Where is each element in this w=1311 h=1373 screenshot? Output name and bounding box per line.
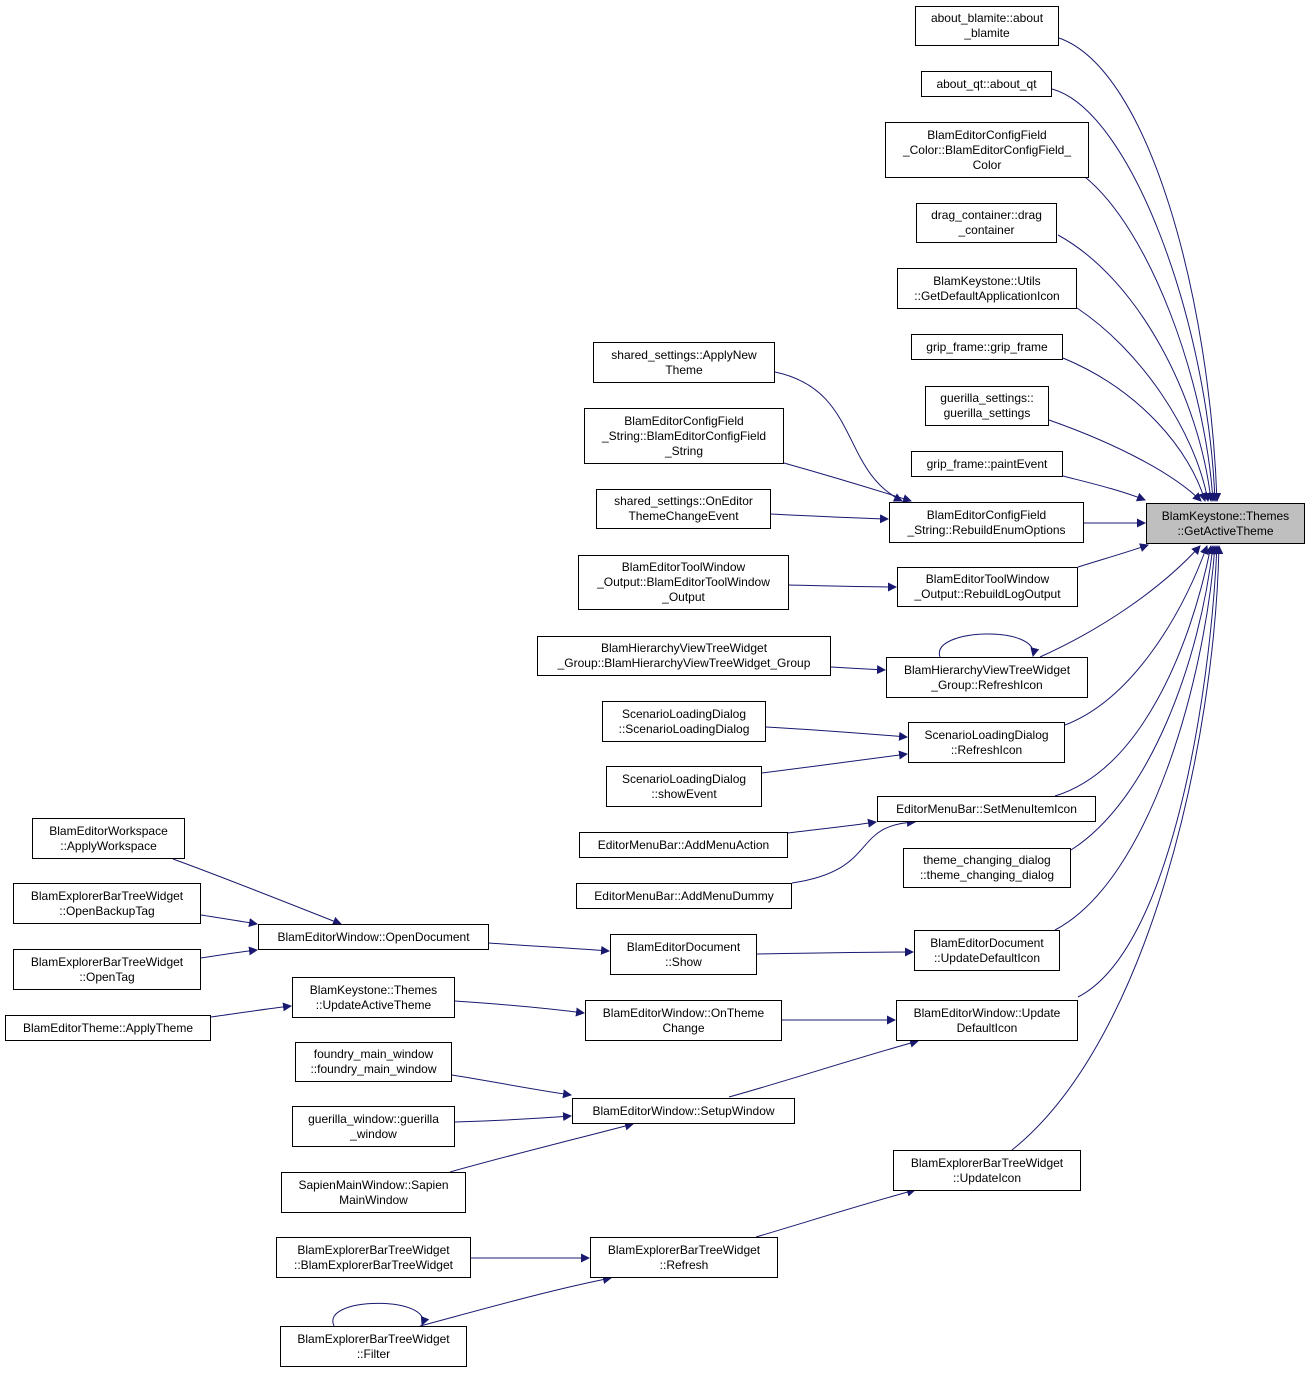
node-add-menu-dummy[interactable]: EditorMenuBar::AddMenuDummy [576,883,792,909]
edge-guerilla-window [454,1112,572,1123]
node-document-update-icon[interactable]: BlamEditorDocument ::UpdateDefaultIcon [914,930,1060,971]
node-explorer-refresh[interactable]: BlamExplorerBarTreeWidget ::Refresh [590,1237,778,1278]
node-hierarchy-group-ctor[interactable]: BlamHierarchyViewTreeWidget _Group::Blam… [537,636,831,676]
node-get-active-theme[interactable]: BlamKeystone::Themes ::GetActiveTheme [1146,503,1305,544]
edge-setup-window [728,1038,919,1098]
node-config-field-string[interactable]: BlamEditorConfigField _String::BlamEdito… [584,408,784,464]
node-grip-frame-ctor[interactable]: grip_frame::grip_frame [911,334,1063,360]
node-window-update-icon[interactable]: BlamEditorWindow::Update DefaultIcon [896,1000,1078,1041]
edge-guerilla-settings [1048,419,1202,502]
node-grip-frame-paint[interactable]: grip_frame::paintEvent [911,451,1063,477]
edge-explorer-filter-self [332,1302,430,1327]
edge-explorer-refresh [755,1187,916,1238]
node-setup-window[interactable]: BlamEditorWindow::SetupWindow [572,1098,795,1124]
edge-drag-container [1057,234,1215,502]
edge-on-editor-theme [770,513,889,524]
edge-config-color [1084,176,1217,502]
node-explorer-update-icon[interactable]: BlamExplorerBarTreeWidget ::UpdateIcon [893,1150,1081,1191]
edge-update-active-theme [454,1000,585,1017]
node-explorer-ctor[interactable]: BlamExplorerBarTreeWidget ::BlamExplorer… [276,1237,471,1278]
node-sapien-main-window[interactable]: SapienMainWindow::Sapien MainWindow [281,1172,466,1213]
node-tool-window-output[interactable]: BlamEditorToolWindow _Output::BlamEditor… [578,555,789,610]
node-on-editor-theme-change[interactable]: shared_settings::OnEditor ThemeChangeEve… [596,489,771,529]
edge-hierarchy-group [830,665,886,675]
node-rebuild-log-output[interactable]: BlamEditorToolWindow _Output::RebuildLog… [897,567,1078,607]
node-apply-theme[interactable]: BlamEditorTheme::ApplyTheme [5,1015,211,1041]
node-utils-default-icon[interactable]: BlamKeystone::Utils ::GetDefaultApplicat… [897,268,1077,309]
edge-explorer-filter [419,1275,612,1327]
node-config-field-color[interactable]: BlamEditorConfigField _Color::BlamEditor… [885,122,1089,178]
edge-open-tag [200,946,258,959]
node-scenario-dialog-ctor[interactable]: ScenarioLoadingDialog ::ScenarioLoadingD… [602,701,766,742]
node-add-menu-action[interactable]: EditorMenuBar::AddMenuAction [579,832,788,858]
node-theme-changing-dialog[interactable]: theme_changing_dialog ::theme_changing_d… [903,848,1071,888]
node-open-document[interactable]: BlamEditorWindow::OpenDocument [258,924,489,950]
node-foundry-main-window[interactable]: foundry_main_window ::foundry_main_windo… [295,1042,452,1082]
node-hierarchy-refresh-icon[interactable]: BlamHierarchyViewTreeWidget _Group::Refr… [886,657,1088,698]
edge-scenario-ctor [765,726,908,741]
node-update-active-theme[interactable]: BlamKeystone::Themes ::UpdateActiveTheme [292,977,455,1018]
edge-set-menu-icon [1054,545,1214,797]
edge-grip-frame-paint [1062,475,1146,502]
edge-doc-show [756,947,914,957]
edge-rebuild-log [1077,543,1149,568]
edge-explorer-update-icon [1011,545,1224,1151]
node-explorer-filter[interactable]: BlamExplorerBarTreeWidget ::Filter [280,1326,467,1367]
edge-hierarchy-refresh [1039,545,1201,658]
node-about-blamite[interactable]: about_blamite::about _blamite [915,6,1059,46]
node-open-backup-tag[interactable]: BlamExplorerBarTreeWidget ::OpenBackupTa… [13,883,201,924]
edge-apply-workspace [172,858,342,926]
node-scenario-refresh-icon[interactable]: ScenarioLoadingDialog ::RefreshIcon [908,722,1065,763]
node-about-qt[interactable]: about_qt::about_qt [921,71,1052,97]
edge-utils-icon [1076,307,1211,502]
node-drag-container[interactable]: drag_container::drag _container [916,203,1057,243]
edge-scenario-show [761,750,908,774]
edge-scenario-refresh [1064,545,1209,726]
edge-sapien [449,1121,634,1173]
node-scenario-show-event[interactable]: ScenarioLoadingDialog ::showEvent [606,766,762,807]
node-apply-workspace[interactable]: BlamEditorWorkspace ::ApplyWorkspace [32,818,185,859]
edge-grip-frame-ctor [1062,357,1208,502]
node-open-tag[interactable]: BlamExplorerBarTreeWidget ::OpenTag [13,949,201,990]
edge-config-string [783,462,912,503]
edge-about-qt [1051,88,1220,502]
edge-theme-dialog [1070,545,1217,851]
edge-add-menu-action [787,818,877,834]
edge-apply-theme [210,1002,292,1018]
edge-open-document [488,942,610,955]
edge-hierarchy-self [939,633,1040,658]
edge-about-blamite [1058,37,1222,502]
node-guerilla-settings[interactable]: guerilla_settings:: guerilla_settings [925,386,1049,426]
edge-apply-new-theme [774,371,903,502]
node-apply-new-theme[interactable]: shared_settings::ApplyNew Theme [593,342,775,383]
node-rebuild-enum-options[interactable]: BlamEditorConfigField _String::RebuildEn… [889,502,1084,543]
edge-foundry [451,1074,572,1099]
node-document-show[interactable]: BlamEditorDocument ::Show [610,934,757,975]
node-on-theme-change[interactable]: BlamEditorWindow::OnTheme Change [585,1000,782,1041]
edge-doc-update-icon [1054,545,1219,931]
edge-open-backup [200,914,258,928]
edge-tool-window-output [788,582,897,592]
edge-win-update-icon [1077,545,1222,998]
node-guerilla-window[interactable]: guerilla_window::guerilla _window [292,1106,455,1147]
edge-add-menu-dummy [791,817,916,884]
node-set-menu-item-icon[interactable]: EditorMenuBar::SetMenuItemIcon [877,796,1096,822]
